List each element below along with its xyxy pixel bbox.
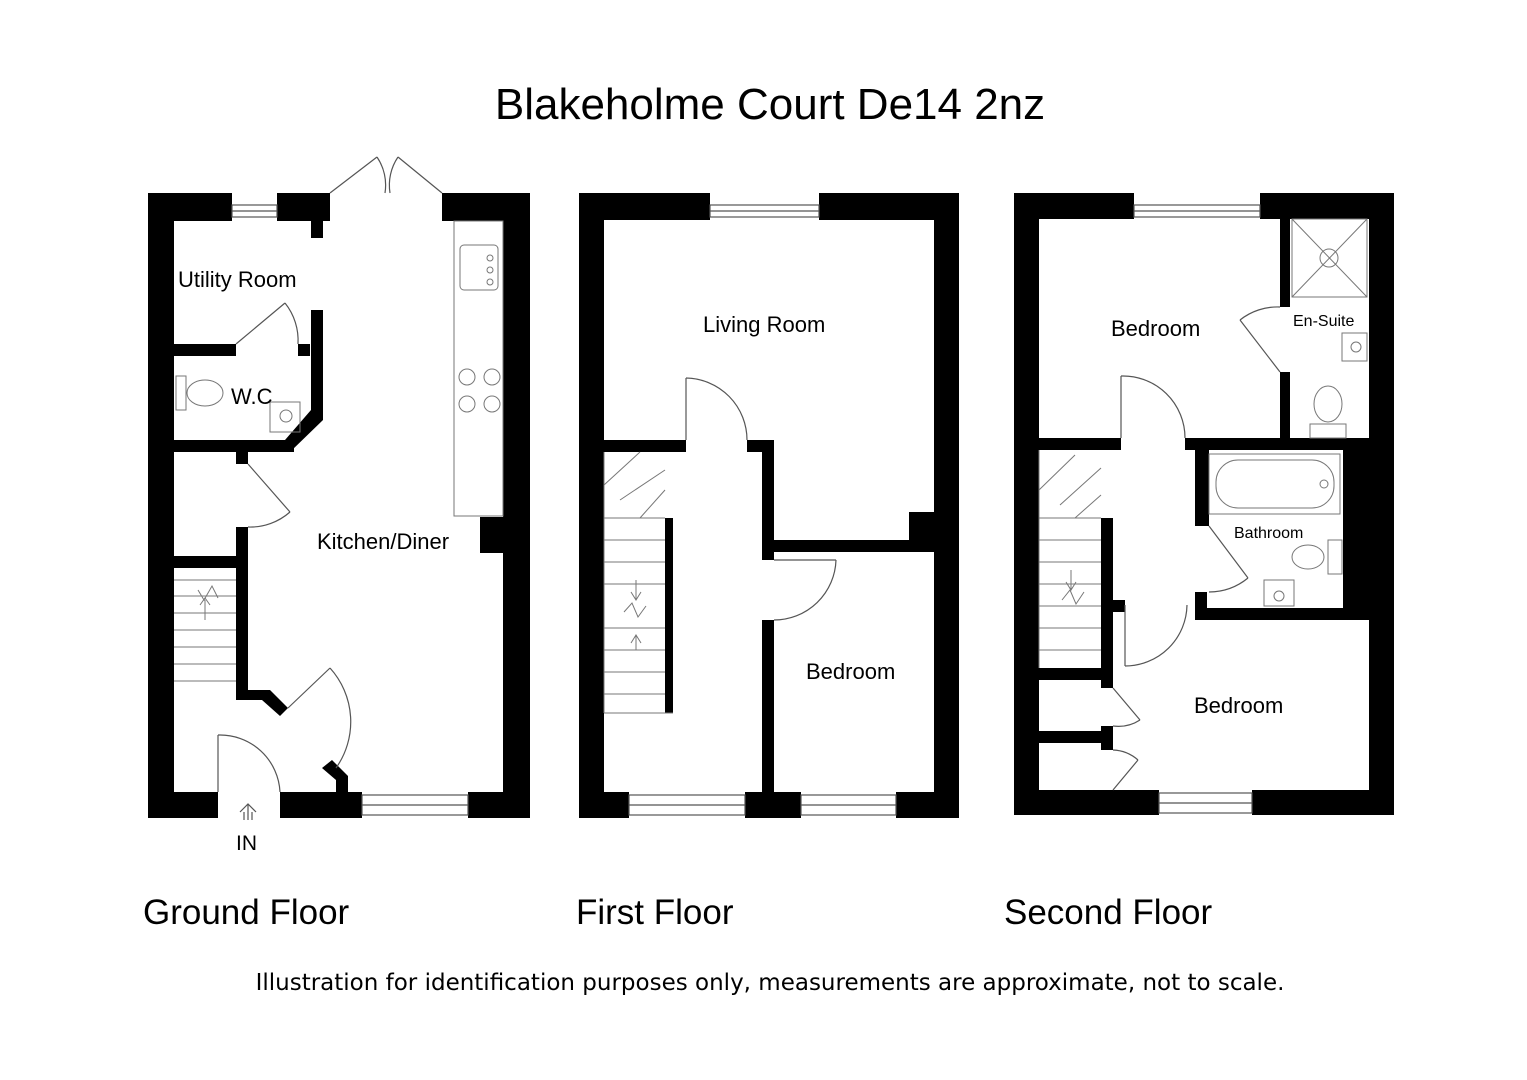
room-label-second-bedroom-top: Bedroom [1111, 316, 1200, 341]
first-floor-walls [579, 193, 959, 818]
second-floor-doors [1112, 306, 1281, 791]
room-label-first-bedroom: Bedroom [806, 659, 895, 684]
plan-title: Blakeholme Court De14 2nz [494, 80, 1046, 129]
room-label-bathroom: Bathroom [1234, 525, 1303, 542]
kitchen-units [453, 220, 504, 517]
first-floor-windows [628, 204, 897, 816]
room-label-second-bedroom-bottom: Bedroom [1194, 693, 1283, 718]
second-floor-stairs [1038, 450, 1102, 668]
floor-label-first: First Floor [576, 893, 734, 932]
first-floor-plan: Living Room Bedroom [579, 193, 959, 818]
entrance-arrow-icon [239, 803, 257, 820]
entrance-label: IN [236, 832, 257, 855]
ground-floor-walls [148, 193, 530, 818]
ground-floor-plan: Utility Room W.C Kitchen/Diner IN [148, 156, 530, 855]
bathroom-fixtures [1208, 453, 1343, 607]
second-floor-plan: Bedroom En-Suite Bathroom Bedroom [1014, 193, 1394, 815]
ground-floor-windows [231, 204, 469, 816]
room-label-wc: W.C [231, 384, 273, 409]
room-label-utility: Utility Room [178, 267, 297, 292]
second-floor-windows [1133, 204, 1261, 814]
ensuite-fixtures [1291, 218, 1368, 439]
room-label-ensuite: En-Suite [1293, 313, 1354, 330]
first-floor-doors [685, 377, 837, 621]
second-floor-walls [1014, 193, 1394, 815]
first-floor-stairs [603, 451, 673, 714]
wc-fixtures [175, 375, 301, 433]
room-label-living: Living Room [703, 312, 825, 337]
floor-label-second: Second Floor [1004, 893, 1213, 932]
ground-floor-stairs [174, 579, 236, 682]
disclaimer: Illustration for identification purposes… [255, 970, 1285, 996]
ground-floor-doors [217, 156, 443, 793]
floor-label-ground: Ground Floor [143, 893, 350, 932]
room-label-kitchen: Kitchen/Diner [317, 529, 449, 554]
